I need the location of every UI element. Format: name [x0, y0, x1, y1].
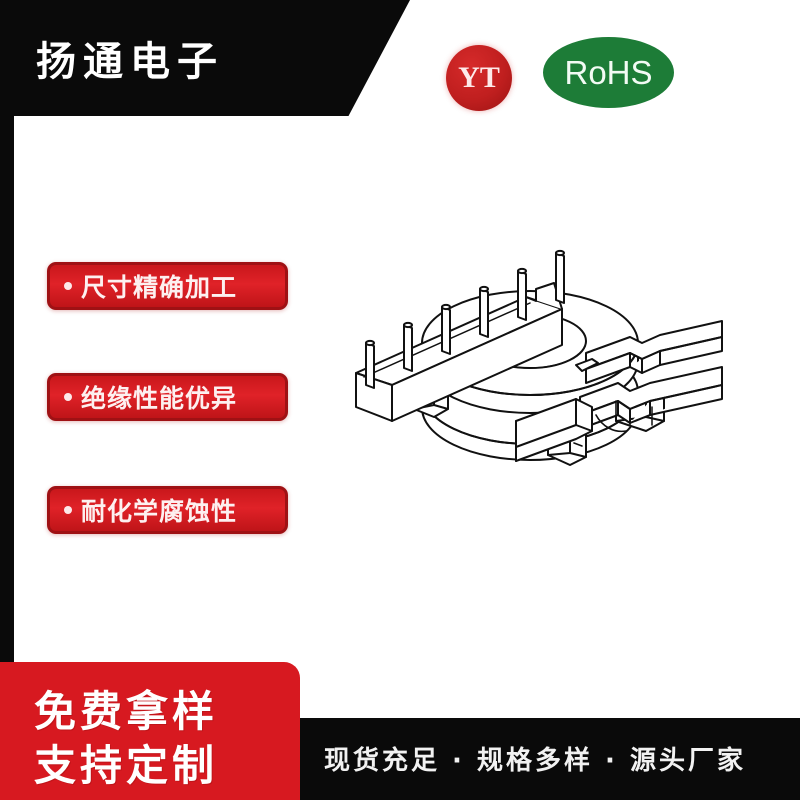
yt-logo: YT: [446, 45, 512, 111]
yt-logo-text: YT: [458, 61, 500, 94]
feature-tag: 耐化学腐蚀性: [47, 486, 288, 534]
feature-tag-label: 尺寸精确加工: [81, 273, 238, 302]
feature-tag-label: 绝缘性能优异: [81, 384, 238, 413]
promo-red-block: 免费拿样 支持定制: [0, 662, 300, 800]
rohs-badge: RoHS: [543, 37, 674, 108]
promo-headline-primary: 免费拿样: [34, 687, 219, 736]
promo-headline-secondary: 支持定制: [34, 741, 219, 790]
feature-tag-label: 耐化学腐蚀性: [81, 497, 238, 526]
promo-tagline: 现货充足 · 规格多样 · 源头厂家: [324, 746, 746, 776]
rohs-badge-text: RoHS: [564, 54, 653, 91]
bullet-icon: [64, 282, 72, 290]
bullet-icon: [64, 393, 72, 401]
feature-tag: 尺寸精确加工: [47, 262, 288, 310]
left-frame-strip: [0, 0, 14, 800]
feature-tag: 绝缘性能优异: [47, 373, 288, 421]
header-black-panel: [0, 0, 410, 116]
brand-name: 扬通电子: [36, 39, 224, 85]
header-bar: 扬通电子 YT RoHS: [0, 0, 800, 116]
bullet-icon: [64, 506, 72, 514]
product-line-drawing: [330, 225, 730, 565]
